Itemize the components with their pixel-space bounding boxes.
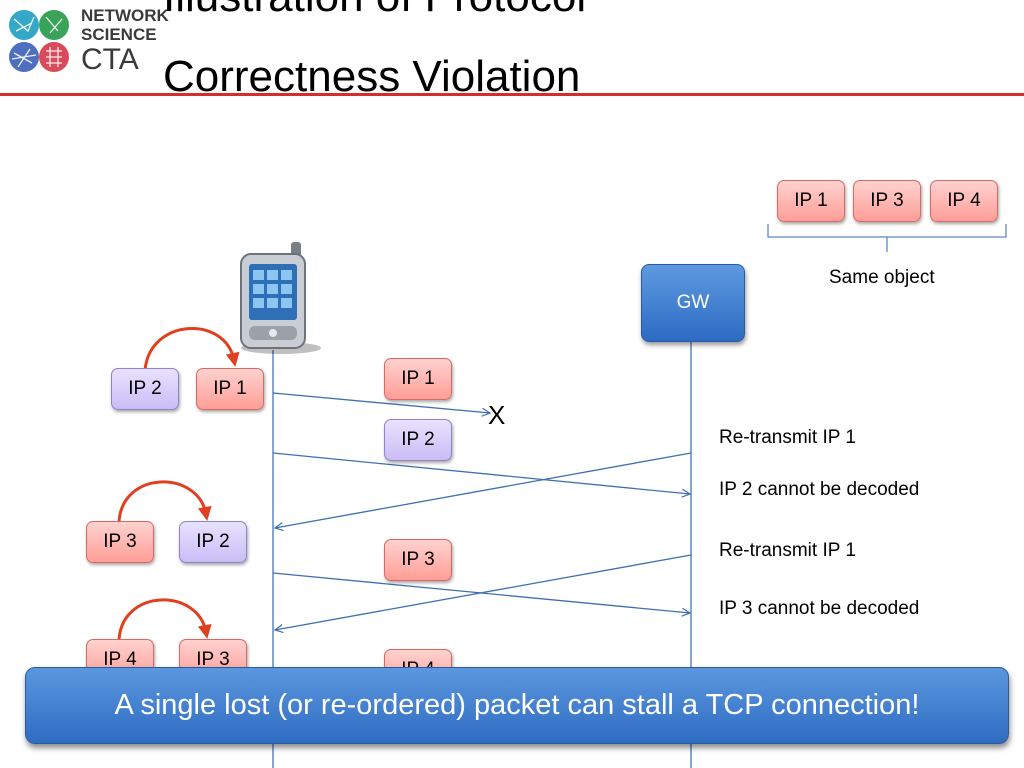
gateway-event: IP 2 cannot be decoded (719, 479, 920, 500)
legend-packet: IP 3 (853, 180, 921, 222)
mobile-phone-icon (240, 242, 321, 354)
logo-line3: CTA (81, 43, 139, 76)
packet-lost-mark: X (488, 400, 506, 430)
arrow-retransmit-2 (275, 554, 692, 630)
logo: NETWORK SCIENCE CTA (6, 5, 169, 77)
gateway-event: IP 3 cannot be decoded (719, 598, 920, 619)
callout-banner: A single lost (or re-ordered) packet can… (25, 667, 1009, 744)
arrow-ip1-lost (272, 392, 490, 413)
gateway-event: Re-transmit IP 1 (719, 427, 856, 448)
buffer-packet: IP 3 (86, 521, 154, 563)
arrow-ip2 (272, 452, 690, 494)
title-line-2: Correctness Violation (163, 52, 581, 101)
legend-packet: IP 1 (777, 180, 845, 222)
buffer-packet: IP 1 (196, 368, 264, 410)
legend-brace (767, 224, 1007, 252)
reorder-arc-3 (117, 598, 212, 641)
sent-packet: IP 3 (384, 539, 452, 581)
buffer-packet: IP 2 (179, 521, 247, 563)
gateway-event: Re-transmit IP 1 (719, 540, 856, 561)
logo-line1: NETWORK (81, 6, 169, 25)
title-line-1: Illustration of Protocol (163, 0, 586, 22)
title-underline (0, 93, 1024, 96)
legend-packet: IP 4 (930, 180, 998, 222)
reorder-arc-2 (117, 480, 212, 523)
network-science-globe-icon (9, 10, 69, 72)
buffer-packet: IP 2 (111, 368, 179, 410)
arrow-retransmit-1 (275, 452, 692, 528)
sent-packet: IP 2 (384, 419, 452, 461)
legend-caption: Same object (829, 267, 935, 288)
reorder-arc-1 (143, 327, 240, 371)
logo-line2: SCIENCE (81, 25, 157, 44)
gateway-node: GW (641, 264, 745, 342)
sent-packet: IP 1 (384, 358, 452, 400)
